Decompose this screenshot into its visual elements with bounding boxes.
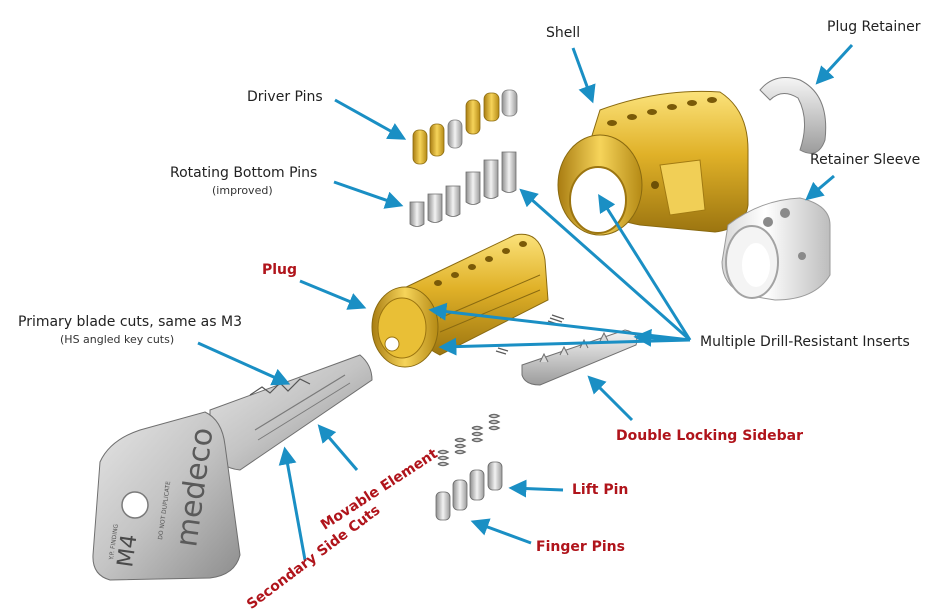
label-plug: Plug xyxy=(262,262,298,278)
label-driver-pins: Driver Pins xyxy=(247,89,323,105)
label-primary-blade-cuts-note: (HS angled key cuts) xyxy=(60,333,175,346)
key-model-text: M4 xyxy=(113,533,142,569)
label-finger-pins: Finger Pins xyxy=(536,539,625,555)
springs-part xyxy=(437,413,501,467)
retainer-sleeve-part xyxy=(721,197,831,301)
label-lift-pin: Lift Pin xyxy=(572,482,629,498)
label-rotating-bottom-pins: Rotating Bottom Pins xyxy=(170,165,318,181)
rotating-bottom-pins-part xyxy=(409,151,517,227)
double-locking-sidebar-part xyxy=(521,329,638,386)
driver-pins-part xyxy=(412,89,518,165)
shell-part xyxy=(557,90,749,236)
plug-retainer-part xyxy=(759,77,827,154)
label-primary-blade-cuts: Primary blade cuts, same as M3 xyxy=(18,314,242,330)
label-plug-retainer: Plug Retainer xyxy=(827,19,921,35)
plug-part xyxy=(371,233,549,368)
label-retainer-sleeve: Retainer Sleeve xyxy=(810,152,921,168)
label-shell: Shell xyxy=(546,25,581,41)
label-double-locking-sidebar: Double Locking Sidebar xyxy=(616,428,803,444)
label-rotating-bottom-pins-note: (improved) xyxy=(212,184,273,197)
label-drill-resistant-inserts: Multiple Drill-Resistant Inserts xyxy=(700,334,910,350)
key-part xyxy=(92,354,373,581)
callout-arrows xyxy=(197,43,854,561)
finger-pins-part xyxy=(435,461,503,521)
